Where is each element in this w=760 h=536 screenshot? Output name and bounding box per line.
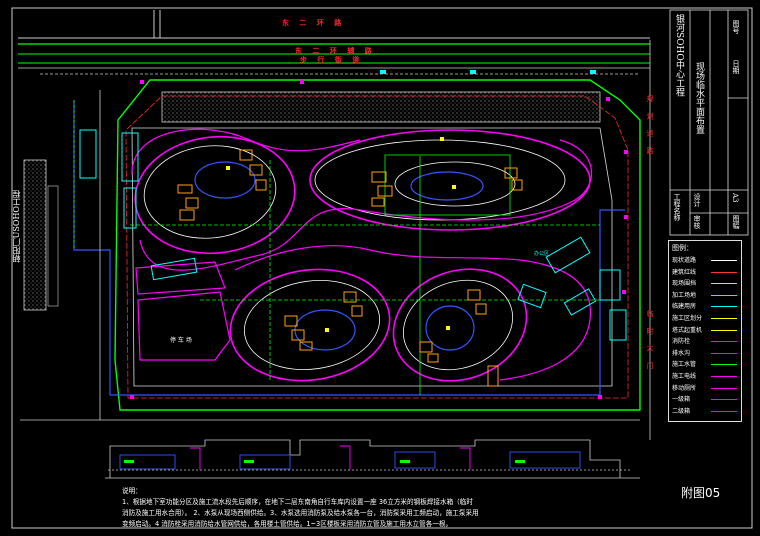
title-cell-project: 工程名称: [673, 193, 681, 221]
left-neighbour-building: [23, 159, 47, 311]
road-label-right: 规 划 道 路: [646, 95, 654, 158]
title-cell-size: 图幅: [732, 215, 740, 229]
legend-item-label: 现状道路: [672, 257, 697, 264]
section-elevation: [105, 439, 640, 479]
legend-item: 临建用房: [669, 301, 741, 312]
legend-item-label: 施工电线: [672, 373, 697, 380]
legend-swatch: [711, 387, 737, 389]
legend-swatch: [711, 318, 737, 319]
title-block-frame: [669, 9, 749, 236]
legend-swatch: [711, 399, 737, 401]
legend-swatch: [711, 352, 737, 354]
parking-zone: [137, 291, 231, 361]
title-cell-drawing-no: 图号: [732, 20, 740, 34]
legend-swatch: [711, 329, 737, 331]
water-pipe-route: [73, 100, 625, 396]
title-cell-a3: A3: [731, 193, 739, 203]
legend-item: 施工区划分: [669, 313, 741, 324]
legend-item-label: 临建用房: [672, 303, 697, 311]
legend-item-label: 消防栓: [672, 338, 691, 346]
zone-ellipse-2: [309, 129, 591, 231]
notes-heading: 说明：: [122, 487, 142, 495]
legend-item-label: 塔式起重机: [672, 326, 703, 334]
title-cell-design: 设计: [693, 193, 701, 207]
legend-item: 消防栓: [669, 336, 741, 347]
figure-number: 附图05: [681, 486, 721, 500]
legend-item-label: 施工水管: [672, 361, 697, 369]
legend-item: 施工电线: [669, 371, 741, 382]
notes-block: 说明： 1、根据地下室功能分区及施工流水段先后顺序，在地下二层东南角自行车库内设…: [122, 486, 592, 530]
legend-swatch: [711, 341, 737, 343]
legend-item-label: 施工区划分: [672, 315, 703, 322]
office-label: 办公区: [534, 251, 550, 257]
title-cell-review: 审核: [693, 215, 701, 229]
legend-item: 移动厕所: [669, 383, 741, 394]
legend-swatch: [711, 376, 737, 377]
parking-label: 停 车 场: [170, 337, 192, 344]
drawing-border: [11, 7, 753, 529]
legend-swatch: [711, 294, 737, 296]
legend-title: 图例：: [672, 244, 693, 252]
neighbour-label: 朝阳门USOHO工程: [12, 190, 21, 263]
legend-swatch: [711, 271, 737, 273]
legend-swatch: [711, 410, 737, 412]
legend-item-label: 移动厕所: [672, 384, 697, 392]
zone-ellipse-1: [134, 135, 296, 255]
drawing-title: 现场临水平面布置: [694, 62, 704, 134]
legend-swatch: [711, 260, 737, 261]
legend-item: 建筑红线: [669, 267, 741, 278]
notes-line-1: 1、根据地下室功能分区及施工流水段先后顺序，在地下二层东南角自行车库内设置一座 …: [122, 498, 473, 506]
legend-item: 二级箱: [669, 406, 741, 417]
road-label-top: 东 二 环 路: [282, 19, 346, 27]
legend-box: 图例： 现状道路建筑红线现场围挡加工场地临建用房施工区划分塔式起重机消防栓排水沟…: [668, 240, 742, 422]
legend-item: 施工水管: [669, 359, 741, 370]
title-cell-date: 日期: [732, 60, 740, 74]
inner-site-line: [131, 127, 613, 387]
legend-item-label: 排水沟: [672, 349, 691, 357]
legend-item: 一级箱: [669, 394, 741, 405]
legend-item-label: 一级箱: [672, 396, 691, 404]
tower-cranes: [177, 149, 523, 387]
site-fence-green: [114, 79, 641, 411]
legend-item-label: 二级箱: [672, 407, 691, 415]
road-label-second: 东 二 环 辅 路: [295, 47, 376, 55]
legend-item: 加工场地: [669, 290, 741, 301]
top-storage-strip: [161, 91, 601, 123]
building-red-line: [125, 95, 629, 399]
legend-swatch: [711, 306, 737, 308]
notes-line-2: 消防及施工用水合用）。 2、水泵从现场西侧供给。3、水泵选用消防泵及给水泵各一台…: [122, 509, 479, 517]
legend-item: 排水沟: [669, 348, 741, 359]
legend-item: 塔式起重机: [669, 325, 741, 336]
road-label-third: 步 行 街 道: [300, 56, 364, 64]
road-label-gate: 临 时 大 门: [646, 310, 654, 373]
legend-item-label: 建筑红线: [672, 268, 697, 276]
project-title: 银河SOHO中心工程: [674, 14, 684, 97]
notes-line-3: 变频启动。4 消防栓采用消防给水管网供给，各用楼土管供给。1~3区楼板采用消防立…: [122, 520, 453, 528]
legend-item-label: 现场围挡: [672, 280, 697, 288]
legend-item: 现状道路: [669, 255, 741, 266]
legend-swatch: [711, 364, 737, 366]
legend-swatch: [711, 283, 737, 285]
temporary-buildings: [79, 129, 627, 341]
zone-ellipse-3: [229, 268, 391, 382]
legend-item-label: 加工场地: [672, 291, 697, 299]
legend-item: 现场围挡: [669, 278, 741, 289]
